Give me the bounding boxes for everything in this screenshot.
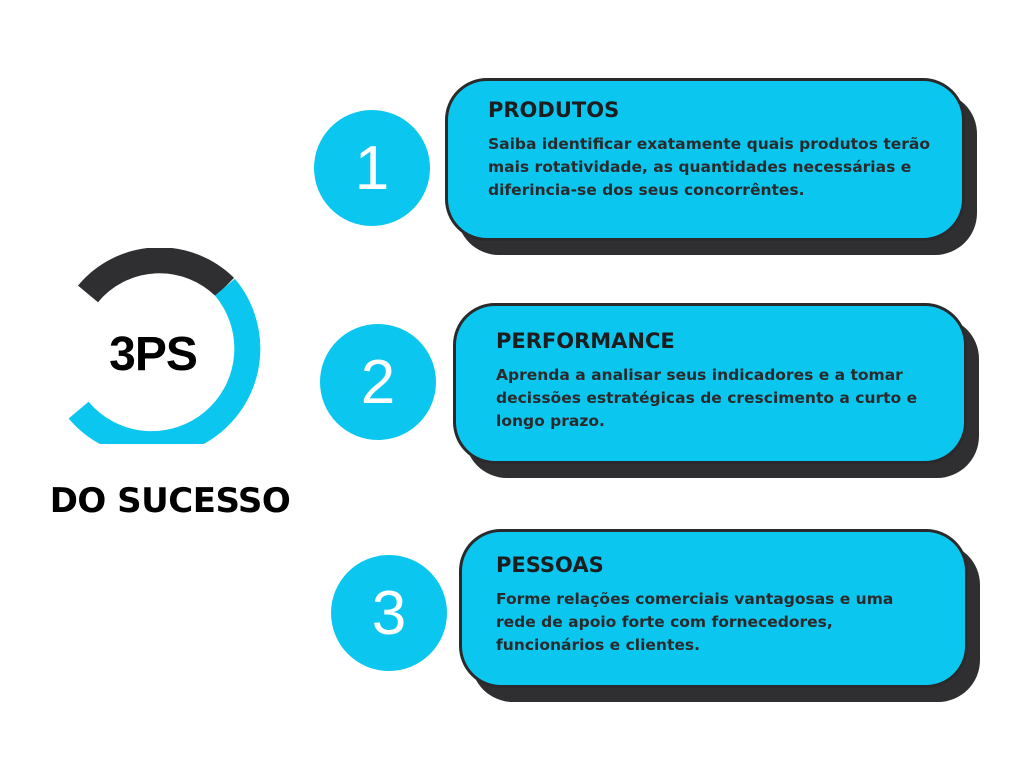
- infographic-title: 3PS: [109, 328, 198, 381]
- card-title: PRODUTOS: [488, 98, 620, 122]
- card-body: PESSOAS Forme relações comerciais vantag…: [459, 529, 968, 688]
- card-body: PRODUTOS Saiba identificar exatamente qu…: [445, 78, 965, 241]
- ring-accent-arc: [68, 278, 261, 444]
- card-produtos: PRODUTOS Saiba identificar exatamente qu…: [445, 78, 977, 255]
- card-text: Aprenda a analisar seus indicadores e a …: [496, 366, 918, 430]
- step-number-1: 1: [314, 110, 430, 226]
- card-title: PESSOAS: [496, 553, 604, 577]
- card-performance: PERFORMANCE Aprenda a analisar seus indi…: [453, 303, 979, 478]
- ring-dark-arc: [78, 248, 235, 303]
- progress-ring-icon: [68, 248, 264, 444]
- card-text: Saiba identificar exatamente quais produ…: [488, 135, 930, 199]
- infographic-subtitle: DO SUCESSO: [49, 481, 291, 521]
- card-pessoas: PESSOAS Forme relações comerciais vantag…: [459, 529, 980, 702]
- card-text: Forme relações comerciais vantagosas e u…: [496, 590, 894, 654]
- card-title: PERFORMANCE: [496, 329, 675, 353]
- step-number-3: 3: [331, 555, 447, 671]
- step-number-2: 2: [320, 324, 436, 440]
- card-body: PERFORMANCE Aprenda a analisar seus indi…: [453, 303, 967, 464]
